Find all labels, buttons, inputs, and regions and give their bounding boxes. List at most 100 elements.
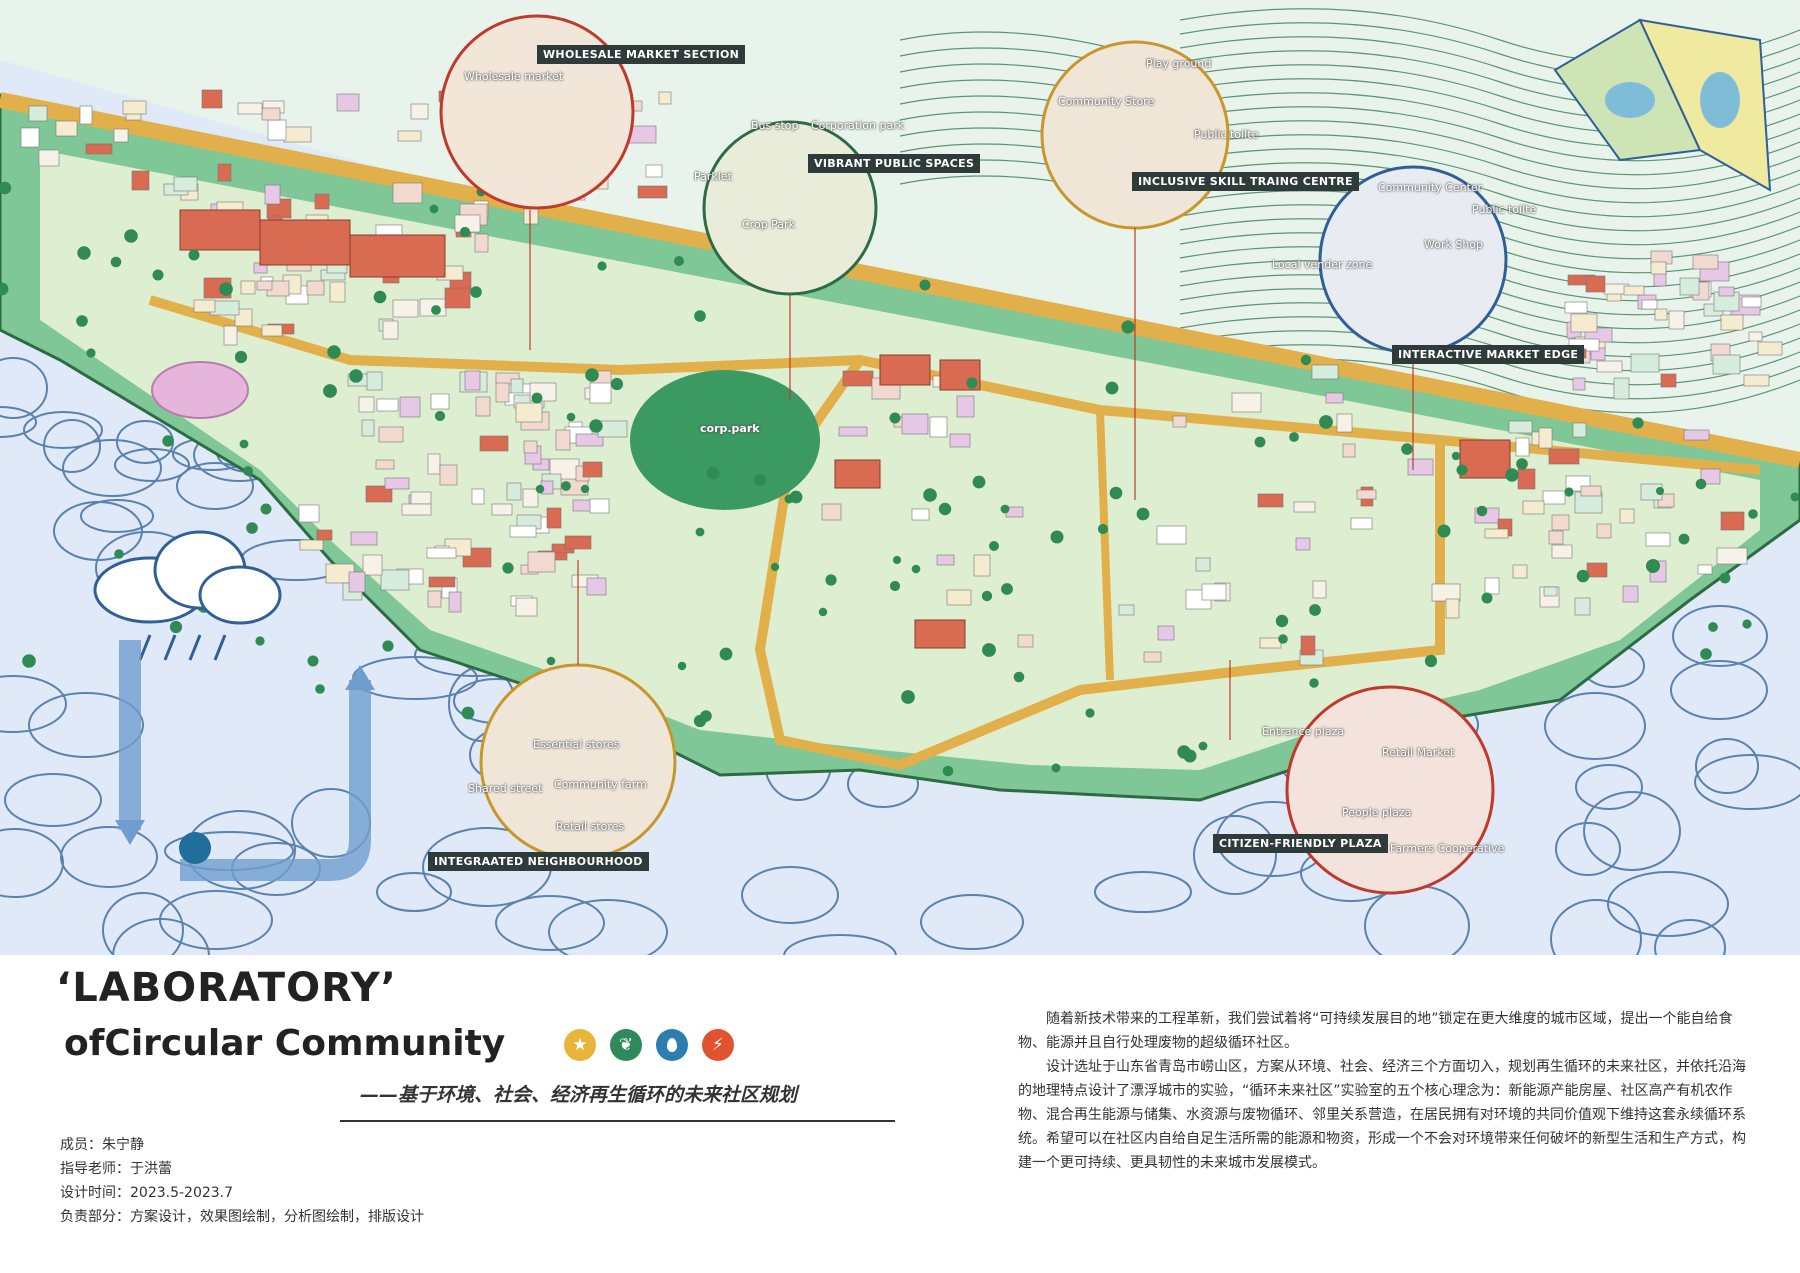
contour-line xyxy=(1179,344,1800,400)
label-farmers-cooperative: Farmers Cooperative xyxy=(1390,842,1505,855)
building xyxy=(375,459,395,470)
tree xyxy=(1700,648,1712,660)
tree xyxy=(1105,381,1119,395)
building xyxy=(474,233,489,253)
callout-wholesale-market-section: WHOLESALE MARKET SECTION xyxy=(537,45,746,64)
building xyxy=(361,419,375,437)
tree xyxy=(892,555,902,565)
lightning-icon: ⚡ xyxy=(702,1029,734,1061)
building xyxy=(1517,468,1536,490)
sea-cell xyxy=(1193,815,1277,895)
label-community-farm: Community farm xyxy=(554,778,647,791)
tree xyxy=(695,527,705,537)
theme-icons: ★ ❦ ⚡ xyxy=(564,1029,734,1061)
tree xyxy=(434,410,446,422)
tree xyxy=(972,475,986,489)
sea-cell xyxy=(1094,871,1192,913)
building xyxy=(1312,580,1327,599)
building xyxy=(523,440,538,454)
tree xyxy=(1309,678,1319,688)
sea-cell xyxy=(1550,899,1642,955)
building xyxy=(1311,364,1339,380)
building xyxy=(586,577,607,596)
label-corporation-park: Corporation park xyxy=(811,119,905,132)
building xyxy=(821,503,842,521)
tree xyxy=(260,503,272,515)
building xyxy=(397,130,422,142)
sea-cell xyxy=(1694,754,1800,810)
warehouse-roof xyxy=(349,234,446,278)
tree xyxy=(1275,614,1289,628)
building xyxy=(1407,458,1434,476)
warehouse-roof xyxy=(179,209,261,251)
credit-time: 设计时间：2023.5-2023.7 xyxy=(60,1185,234,1201)
building xyxy=(430,393,450,410)
building xyxy=(1757,341,1783,356)
building xyxy=(444,287,471,309)
building xyxy=(597,420,628,438)
callout-integrated-neighbourhood: INTEGRAATED NEIGHBOURHOOD xyxy=(428,852,649,871)
tree xyxy=(124,229,138,243)
sea-cell xyxy=(1583,791,1681,871)
building xyxy=(495,382,510,403)
tree xyxy=(1742,619,1752,629)
tree xyxy=(1136,507,1150,521)
building xyxy=(1619,508,1635,524)
tree xyxy=(1050,530,1064,544)
building xyxy=(1300,635,1316,656)
kite-icon xyxy=(1553,18,1772,192)
label-local-vender-zone: Local vender zone xyxy=(1272,258,1373,271)
building xyxy=(1548,530,1564,545)
contour-line xyxy=(1179,302,1800,358)
building xyxy=(522,488,539,508)
label-work-shop: Work Shop xyxy=(1424,238,1484,251)
water-drop-icon xyxy=(179,832,211,864)
credit-advisor: 指导老师：于洪蕾 xyxy=(60,1161,172,1177)
title-panel: ‘LABORATORY’ ofCircular Community ★ ❦ ⚡ … xyxy=(0,955,1800,1273)
building xyxy=(217,163,232,182)
building xyxy=(582,461,603,478)
building xyxy=(946,589,972,606)
tree xyxy=(1319,415,1333,429)
building xyxy=(201,89,223,109)
building xyxy=(1551,544,1573,559)
sea-cell xyxy=(62,439,162,497)
building xyxy=(479,435,509,452)
building xyxy=(1641,299,1658,310)
tree xyxy=(255,636,265,646)
building xyxy=(55,120,78,137)
tree xyxy=(938,502,952,516)
building xyxy=(365,485,393,503)
tree xyxy=(982,643,996,657)
tree xyxy=(770,562,780,572)
tree xyxy=(327,345,341,359)
stadium xyxy=(151,361,249,419)
building xyxy=(527,551,556,573)
tree xyxy=(1695,478,1707,490)
tree xyxy=(789,490,803,504)
building xyxy=(637,185,668,199)
tree xyxy=(1576,569,1590,583)
label-corp-park-sign: corp.park xyxy=(700,422,760,435)
building xyxy=(329,281,346,303)
tree xyxy=(1516,458,1528,470)
building xyxy=(491,503,513,516)
tree xyxy=(1656,487,1664,495)
building xyxy=(240,280,256,295)
sea-cell xyxy=(548,899,668,955)
building xyxy=(298,504,320,523)
building xyxy=(1741,296,1762,308)
tree xyxy=(1437,524,1451,538)
building xyxy=(85,143,113,155)
tree xyxy=(323,384,337,398)
tree xyxy=(169,620,183,634)
tree xyxy=(1309,604,1321,616)
tree xyxy=(77,246,91,260)
tree xyxy=(1289,432,1299,442)
building xyxy=(1143,651,1162,663)
tree xyxy=(349,369,363,383)
sea-cell xyxy=(60,826,158,888)
sea-cell xyxy=(1672,605,1768,667)
building xyxy=(1445,598,1460,619)
tree xyxy=(535,484,545,494)
